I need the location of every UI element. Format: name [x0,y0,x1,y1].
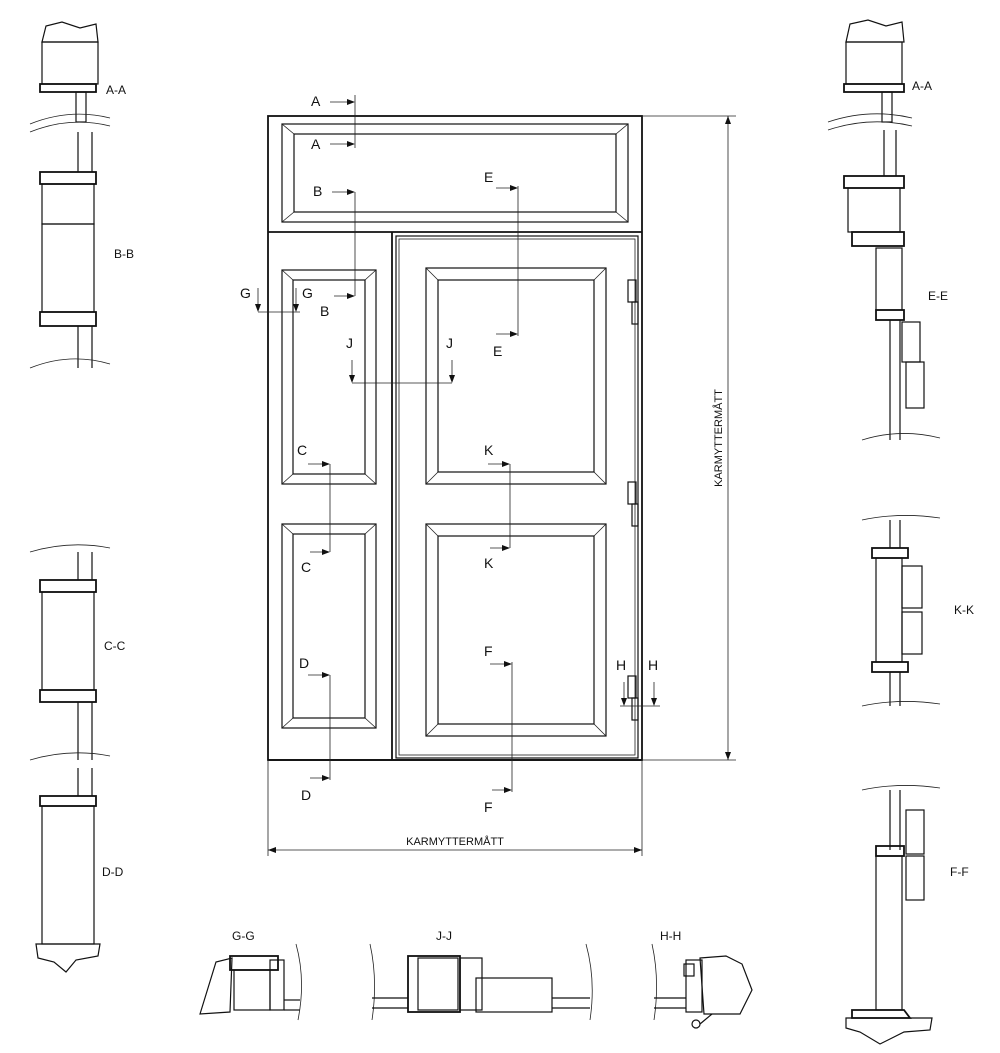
section-label-right-aa: A-A [912,79,932,93]
cut-marker-j-right: J [446,335,453,351]
cut-marker-b-bottom: B [320,303,329,319]
door-lower-panel-outer [425,523,607,737]
cut-marker-h-right: H [648,657,658,673]
cut-marker-h-left: H [616,657,626,673]
door-leaf [395,235,639,759]
transom-panel-outer [281,123,629,223]
section-label-right-ee: E-E [928,289,948,303]
hinges [627,279,639,721]
dimension-height: KARMYTTERMÅTT [642,115,736,761]
cut-marker-a-bottom: A [311,136,321,152]
cut-marker-g-left: G [240,285,251,301]
section-right-top: A-A E-E [827,19,948,441]
section-label-left-dd: D-D [102,865,124,879]
side-lower-panel-outer [281,523,377,729]
section-label-left-cc: C-C [104,639,126,653]
door-upper-panel-inner [437,279,595,473]
cut-marker-c-bottom: C [301,559,311,575]
side-upper-panel-inner [292,279,366,475]
cut-marker-f-top: F [484,643,493,659]
section-label-bottom-hh: H-H [660,929,681,943]
section-right-middle: K-K [861,515,974,707]
cut-marker-k-top: K [484,442,494,458]
section-left-bottom: C-C D-D [29,544,126,973]
cut-marker-f-bottom: F [484,799,493,815]
section-right-bottom: F-F [845,785,969,1045]
door-lower-panel-inner [437,535,595,725]
side-upper-panel-outer [281,269,377,485]
main-elevation [267,115,643,761]
frame-outline [267,115,643,761]
section-bottom-jj: J-J [369,929,593,1021]
cut-lines: A A B B E E G G J J C C K K [240,93,660,815]
section-bottom-hh: H-H [651,929,753,1029]
section-label-right-ff: F-F [950,865,969,879]
cut-marker-j-left: J [346,335,353,351]
transom-panel-inner [293,133,617,213]
cut-marker-b-top: B [313,183,322,199]
cut-marker-g-right: G [302,285,313,301]
section-label-bottom-gg: G-G [232,929,255,943]
door-upper-panel-outer [425,267,607,485]
section-label-right-kk: K-K [954,603,974,617]
section-label-left-bb: B-B [114,247,134,261]
cut-marker-d-top: D [299,655,309,671]
cut-marker-e-bottom: E [493,343,502,359]
side-lower-panel-inner [292,533,366,719]
cut-marker-e-top: E [484,169,493,185]
cut-marker-c-top: C [297,442,307,458]
cut-marker-a-top: A [311,93,321,109]
width-dimension-label: KARMYTTERMÅTT [406,835,504,848]
section-label-bottom-jj: J-J [436,929,452,943]
section-left-top: A-A B-B [29,21,134,369]
height-dimension-label: KARMYTTERMÅTT [712,389,725,487]
cut-marker-k-bottom: K [484,555,494,571]
cut-marker-d-bottom: D [301,787,311,803]
section-bottom-gg: G-G [199,929,302,1021]
dimension-width: KARMYTTERMÅTT [267,760,643,856]
section-label-left-aa: A-A [106,83,126,97]
